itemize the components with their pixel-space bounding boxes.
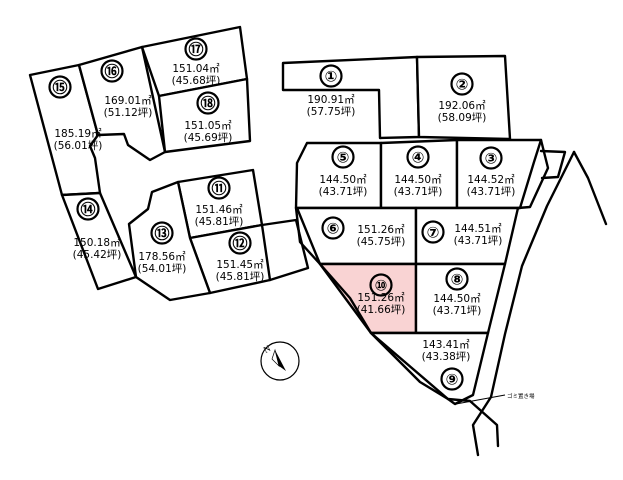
lot-17-number: ⑰: [188, 41, 203, 59]
lot-18-tsubo: (45.69坪): [184, 131, 233, 144]
lot-7-tsubo: (43.71坪): [454, 234, 503, 247]
lot-13-tsubo: (54.01坪): [138, 262, 187, 275]
lot-labels: ① 190.91㎡(57.75坪) ② 192.06㎡(58.09坪) ③ 144.52㎡…: [48, 37, 516, 391]
lot-17-tsubo: (45.68坪): [172, 74, 221, 87]
lot-4-number-circle: [406, 145, 430, 169]
lot-1-number: ①: [325, 69, 338, 86]
compass-label: N: [262, 343, 273, 355]
compass-needle-tail: [271, 348, 280, 368]
lot-18[interactable]: [157, 77, 252, 154]
lot-3-number: ③: [485, 151, 498, 168]
road-edge-main: [294, 206, 500, 448]
lot-7-number-circle: [421, 220, 445, 244]
lot-4-tsubo: (43.71坪): [394, 185, 443, 198]
lot-1-area: 190.91㎡: [307, 94, 355, 106]
lot-3-number-circle: [479, 146, 503, 170]
lot-13-number: ⑬: [154, 225, 169, 243]
road-spur: [539, 149, 567, 180]
lot-16[interactable]: [77, 45, 167, 162]
lot-15-number-circle: [48, 75, 72, 99]
lot-17-number-circle: [184, 37, 208, 61]
lot-11-area: 151.46㎡: [195, 204, 243, 216]
road-edge-east-lower: [471, 150, 576, 457]
lot-15-tsubo: (56.01坪): [54, 139, 103, 152]
lot-5-number: ⑤: [337, 150, 350, 167]
lot-6-number: ⑥: [327, 221, 340, 238]
lot-10-number-circle: [369, 273, 393, 297]
lot-16-tsubo: (51.12坪): [104, 106, 153, 119]
lot-14-number: ⑭: [80, 201, 95, 219]
road-edge-far-east: [572, 150, 608, 226]
lot-11-tsubo: (45.81坪): [195, 215, 244, 228]
lot-2-number-circle: [450, 72, 474, 96]
lot-14-area: 150.18㎡: [73, 237, 121, 249]
lot-8-number: ⑧: [451, 272, 464, 289]
lot-3-area: 144.52㎡: [467, 174, 515, 186]
lot-17-area: 151.04㎡: [172, 63, 220, 75]
lot-15-area: 185.19㎡: [54, 128, 102, 140]
lot-1-tsubo: (57.75坪): [307, 105, 356, 118]
garbage-station-leader: [455, 394, 506, 405]
lot-2-number: ②: [456, 77, 469, 94]
lot-2-area: 192.06㎡: [438, 100, 486, 112]
lot-9-area: 143.41㎡: [422, 339, 470, 351]
lot-16-number-circle: [100, 59, 124, 83]
compass-needle: [275, 350, 286, 371]
lot-9-number: ⑨: [446, 372, 459, 389]
lot-5-tsubo: (43.71坪): [319, 185, 368, 198]
lot-7-area: 144.51㎡: [454, 223, 502, 235]
lot-7-number: ⑦: [427, 225, 440, 242]
lot-4-area: 144.50㎡: [394, 174, 442, 186]
lot-8-number-circle: [445, 267, 469, 291]
lot-10-tsubo: (41.66坪): [357, 303, 406, 316]
lot-6-tsubo: (45.75坪): [357, 235, 406, 248]
lot-9-tsubo: (43.38坪): [422, 350, 471, 363]
lot-8-area: 144.50㎡: [433, 293, 481, 305]
lot-5-number-circle: [331, 145, 355, 169]
lot-3-tsubo: (43.71坪): [467, 185, 516, 198]
lot-13-number-circle: [150, 221, 174, 245]
lot-8-tsubo: (43.71坪): [433, 304, 482, 317]
lot-18-area: 151.05㎡: [184, 120, 232, 132]
lot-15-number: ⑮: [52, 79, 67, 97]
road-edge-east: [516, 138, 550, 210]
lot-1-number-circle: [319, 64, 343, 88]
lot-3[interactable]: [455, 138, 543, 210]
lot-9-number-circle: [440, 367, 464, 391]
lot-14-tsubo: (45.42坪): [73, 248, 122, 261]
lot-13-area: 178.56㎡: [138, 251, 186, 263]
lot-18-number-circle: [196, 91, 220, 115]
lot-2-tsubo: (58.09坪): [438, 111, 487, 124]
lot-4-number: ④: [412, 150, 425, 167]
lot-16-area: 169.01㎡: [104, 95, 152, 107]
lot-14-number-circle: [76, 197, 100, 221]
lot-5-area: 144.50㎡: [319, 174, 367, 186]
lot-12-number-circle: [228, 231, 252, 255]
lot-11-number-circle: [207, 176, 231, 200]
north-arrow-icon: N: [260, 341, 300, 381]
lot-10-area: 151.26㎡: [357, 292, 405, 304]
lot-16-number: ⑯: [104, 63, 119, 81]
lot-12-area: 151.45㎡: [216, 259, 264, 271]
lot-12-tsubo: (45.81坪): [216, 270, 265, 283]
garbage-station-label: ゴミ置き場: [507, 392, 535, 400]
lot-2[interactable]: [415, 54, 512, 141]
lot-10-number: ⑩: [375, 278, 388, 295]
lot-11-number: ⑪: [211, 180, 226, 198]
lot-6-area: 151.26㎡: [357, 224, 405, 236]
lot-6-number-circle: [321, 216, 345, 240]
lot-12-number: ⑫: [232, 235, 247, 253]
lot-18-number: ⑱: [200, 95, 215, 113]
